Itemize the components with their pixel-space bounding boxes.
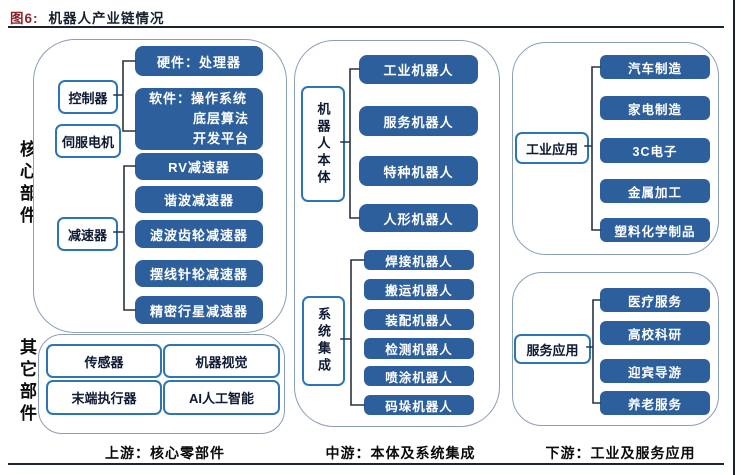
right-border-line xyxy=(733,0,735,475)
footer-upstream: 上游：核心零部件 xyxy=(105,445,225,461)
software-line-1: 软件：操作系统 xyxy=(148,91,247,106)
node-industrial-robot: 工业机器人 xyxy=(359,55,478,84)
system-integration-label-text: 系统集成 xyxy=(316,307,331,375)
label-box-servo-motor: 伺服电机 xyxy=(55,124,121,158)
node-painting-robot: 喷涂机器人 xyxy=(364,366,474,386)
top-divider xyxy=(8,26,724,29)
figure-number: 图6: xyxy=(10,11,39,26)
node-palletizing-robot: 码垛机器人 xyxy=(364,395,474,415)
node-assembly-robot: 装配机器人 xyxy=(364,309,474,330)
node-rv-reducer: RV减速器 xyxy=(135,153,263,180)
node-machine-vision: 机器视觉 xyxy=(163,344,280,378)
core-components-side-label: 核心部件 xyxy=(17,140,36,228)
node-auto-manufacturing: 汽车制造 xyxy=(600,55,710,79)
label-box-service-application: 服务应用 xyxy=(514,334,591,364)
node-hardware-processor: 硬件：处理器 xyxy=(135,46,263,76)
node-humanoid-robot: 人形机器人 xyxy=(359,204,478,232)
figure-title-text: 机器人产业链情况 xyxy=(48,11,165,26)
node-elderly-care: 养老服务 xyxy=(600,391,710,415)
label-box-system-integration: 系统集成 xyxy=(302,296,345,386)
node-sensor: 传感器 xyxy=(46,344,162,378)
page-title: 图6: 机器人产业链情况 xyxy=(10,7,165,27)
node-special-robot: 特种机器人 xyxy=(359,156,478,186)
node-appliance-manufacturing: 家电制造 xyxy=(600,96,710,120)
node-3c-electronics: 3C电子 xyxy=(600,138,710,163)
node-university-research: 高校科研 xyxy=(600,321,710,345)
node-ai: AI人工智能 xyxy=(163,380,280,415)
node-welding-robot: 焊接机器人 xyxy=(364,250,474,270)
footer-midstream: 中游：本体及系统集成 xyxy=(325,445,476,461)
bottom-divider xyxy=(8,463,724,466)
node-software: 软件：操作系统 底层算法 开发平台 xyxy=(135,88,263,150)
node-harmonic-reducer: 谐波减速器 xyxy=(135,186,263,213)
software-line-3: 开发平台 xyxy=(192,131,249,146)
node-metal-processing: 金属加工 xyxy=(600,179,710,203)
label-box-reducer: 减速器 xyxy=(57,217,118,251)
footer-downstream: 下游：工业及服务应用 xyxy=(545,445,696,461)
node-inspection-robot: 检测机器人 xyxy=(364,338,474,359)
robot-body-label-text: 机器人本体 xyxy=(315,101,331,187)
node-end-effector: 末端执行器 xyxy=(46,380,162,415)
node-handling-robot: 搬运机器人 xyxy=(364,279,474,300)
label-box-controller: 控制器 xyxy=(58,80,118,114)
node-medical-service: 医疗服务 xyxy=(600,288,710,312)
label-box-robot-body: 机器人本体 xyxy=(301,86,345,202)
node-service-robot: 服务机器人 xyxy=(359,106,478,136)
software-line-2: 底层算法 xyxy=(192,111,249,126)
node-filter-gear-reducer: 滤波齿轮减速器 xyxy=(135,220,263,248)
node-plastic-chemical-products: 塑料化学制品 xyxy=(600,218,710,242)
other-components-side-label: 其它部件 xyxy=(17,338,36,426)
label-box-industrial-application: 工业应用 xyxy=(515,132,589,164)
node-precision-planetary-reducer: 精密行星减速器 xyxy=(135,296,263,324)
node-cycloid-pin-reducer: 摆线针轮减速器 xyxy=(135,260,263,287)
node-reception-guide: 迎宾导游 xyxy=(600,359,710,383)
